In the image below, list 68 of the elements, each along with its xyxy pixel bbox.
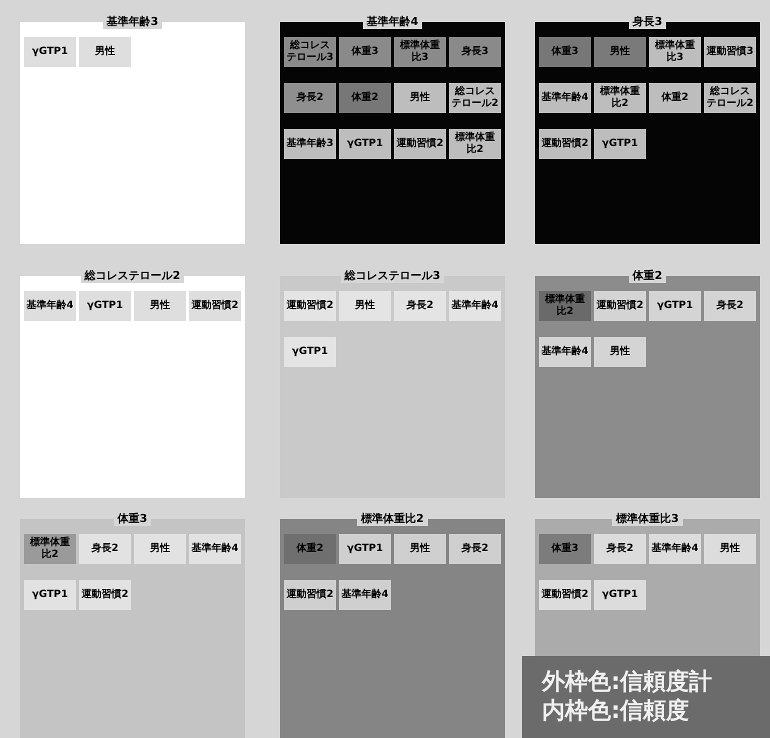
variable-tag: 基準年齢4 xyxy=(189,534,241,564)
variable-tag: γGTP1 xyxy=(284,336,336,367)
variable-tag: 身長3 xyxy=(449,36,501,67)
variable-tag: 運動習慣2 xyxy=(284,290,336,321)
variable-tag: 標準体重比2 xyxy=(594,82,646,113)
variable-tag: 体重3 xyxy=(539,36,591,67)
variable-tag: 男性 xyxy=(339,290,391,321)
variable-tag: 身長2 xyxy=(79,534,131,564)
variable-tag: 基準年齢4 xyxy=(649,534,701,564)
variable-tag: 男性 xyxy=(704,534,756,564)
variable-tag: γGTP1 xyxy=(24,580,76,610)
variable-tag: 体重2 xyxy=(284,534,336,564)
variable-tag: 男性 xyxy=(79,36,131,67)
legend-note: 内枠色:信頼度 xyxy=(542,697,690,726)
legend-note: 外枠色:信頼度計 xyxy=(542,668,714,697)
panel-title: 体重3 xyxy=(114,512,152,526)
variable-tag: 体重2 xyxy=(339,82,391,113)
panel-title: 標準体重比2 xyxy=(357,512,428,526)
variable-tag: 体重2 xyxy=(649,82,701,113)
variable-tag: 身長2 xyxy=(284,82,336,113)
variable-tag: γGTP1 xyxy=(594,580,646,610)
variable-tag: 運動習慣2 xyxy=(539,580,591,610)
variable-tag: 運動習慣2 xyxy=(284,580,336,610)
variable-tag: γGTP1 xyxy=(24,36,76,67)
variable-tag: 体重3 xyxy=(339,36,391,67)
variable-tag: 基準年齢3 xyxy=(284,128,336,159)
variable-tag: 標準体重比2 xyxy=(539,290,591,321)
panel-title: 標準体重比3 xyxy=(612,512,683,526)
variable-tag: 基準年齢4 xyxy=(539,336,591,367)
variable-tag: 基準年齢4 xyxy=(339,580,391,610)
variable-tag: 身長2 xyxy=(594,534,646,564)
variable-tag: 標準体重比3 xyxy=(394,36,446,67)
variable-tag: 運動習慣2 xyxy=(394,128,446,159)
panel-title: 身長3 xyxy=(628,15,666,29)
variable-tag: 運動習慣2 xyxy=(539,128,591,159)
variable-tag: 運動習慣2 xyxy=(189,290,241,321)
variable-tag: 男性 xyxy=(394,534,446,564)
variable-tag: 総コレステロール2 xyxy=(704,82,756,113)
variable-tag: γGTP1 xyxy=(339,534,391,564)
panel-title: 総コレステロール2 xyxy=(80,269,184,283)
variable-tag: γGTP1 xyxy=(79,290,131,321)
variable-tag: 運動習慣2 xyxy=(79,580,131,610)
variable-tag: 男性 xyxy=(594,336,646,367)
variable-tag: 身長2 xyxy=(704,290,756,321)
variable-tag: 標準体重比2 xyxy=(24,534,76,564)
variable-tag: 男性 xyxy=(134,290,186,321)
panel-title: 総コレステロール3 xyxy=(340,269,444,283)
variable-tag: 体重3 xyxy=(539,534,591,564)
variable-tag: 基準年齢4 xyxy=(24,290,76,321)
variable-tag: γGTP1 xyxy=(339,128,391,159)
variable-tag: 身長2 xyxy=(449,534,501,564)
variable-tag: 男性 xyxy=(394,82,446,113)
variable-tag: 運動習慣2 xyxy=(594,290,646,321)
variable-tag: γGTP1 xyxy=(594,128,646,159)
variable-tag: 標準体重比2 xyxy=(449,128,501,159)
variable-tag: 標準体重比3 xyxy=(649,36,701,67)
variable-tag: 基準年齢4 xyxy=(539,82,591,113)
panel-title: 体重2 xyxy=(628,269,666,283)
variable-tag: 基準年齢4 xyxy=(449,290,501,321)
variable-tag: 総コレステロール2 xyxy=(449,82,501,113)
panel-title: 基準年齢3 xyxy=(102,15,162,29)
variable-tag: γGTP1 xyxy=(649,290,701,321)
variable-tag: 男性 xyxy=(594,36,646,67)
variable-tag: 運動習慣3 xyxy=(704,36,756,67)
variable-tag: 男性 xyxy=(134,534,186,564)
variable-tag: 総コレステロール3 xyxy=(284,36,336,67)
panel-title: 基準年齢4 xyxy=(362,15,422,29)
variable-tag: 身長2 xyxy=(394,290,446,321)
